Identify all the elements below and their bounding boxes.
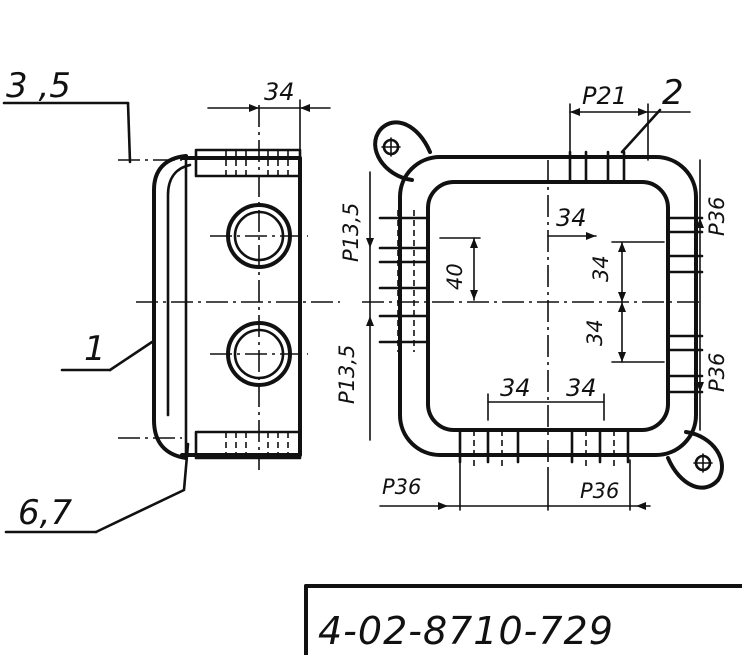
bottom-right-mounting-lug (666, 430, 725, 490)
dim-p36-right-bottom-arrow (696, 382, 704, 392)
dim-34-bottom-right-label: 34 (566, 374, 597, 402)
left-upper-bosses (378, 216, 430, 290)
dim-40-arrow-top (470, 238, 478, 248)
drawing-number: 4-02-8710-729 (318, 609, 614, 653)
dim-34-center-arrow (586, 232, 596, 240)
callout-1-label: 1 (84, 329, 106, 369)
top-left-lug-cross (381, 137, 401, 157)
dim-p36-bottom-right-label: P36 (580, 479, 619, 503)
dim-34-right-arrow-mid-up (618, 292, 626, 302)
callout-6-7: 6,7 (4, 442, 190, 534)
bottom-bosses (458, 428, 630, 464)
dim-34-top-label: 34 (264, 78, 295, 106)
dim-34-center-label: 34 (556, 204, 587, 232)
top-boss (194, 148, 302, 178)
callout-3-5-leader (126, 101, 132, 164)
lid-outline (152, 154, 188, 460)
bottom-hidden-holes (473, 430, 615, 466)
dim-34-right-lower-label: 34 (583, 319, 607, 346)
dim-p21-arrow-left (570, 108, 580, 116)
dim-p21-arrow-right (638, 108, 648, 116)
callout-3-5-label: 3 ,5 (6, 66, 71, 106)
callout-6-7-label: 6,7 (18, 493, 72, 533)
title-block: 4-02-8710-729 (304, 584, 742, 655)
side-view: 34 (118, 78, 340, 470)
top-left-mounting-lug (373, 120, 432, 182)
dim-34-right-arrow-bottom (618, 352, 626, 362)
callout-1-leader (108, 340, 154, 372)
dim-p36-right-bottom-label: P36 (705, 353, 729, 392)
dim-34-right-arrow-mid-down (618, 302, 626, 312)
dim-34-top-arrow-left (249, 104, 259, 112)
dim-p13-5-lower-arrow (366, 316, 374, 326)
dim-p36-right-top-arrow (696, 218, 704, 228)
top-boss-hidden-holes (225, 150, 289, 176)
top-bosses (568, 150, 626, 184)
dim-p13-5-lower-label: P13,5 (335, 345, 359, 404)
plan-view: P21 2 34 40 34 34 34 34 P13,5 P13, (335, 73, 729, 511)
dim-40-label: 40 (443, 263, 467, 290)
dim-34-top-arrow-right (300, 104, 310, 112)
left-lower-bosses (378, 314, 430, 344)
dim-34-right-upper-label: 34 (589, 255, 613, 282)
lid-inner-line (166, 163, 192, 417)
side-view-body-outline (180, 156, 302, 457)
dim-p13-5-upper-label: P13,5 (339, 203, 363, 262)
callout-2-leader (620, 108, 662, 154)
right-upper-bosses (666, 216, 704, 274)
dim-p36-bottom-left-arrow (438, 502, 448, 510)
left-hidden-holes (397, 210, 415, 352)
bottom-boss-hidden-holes (225, 432, 289, 458)
callout-6-7-leader (94, 442, 190, 534)
dim-p36-bottom-right-arrow (636, 502, 646, 510)
dim-p36-right-top-label: P36 (705, 197, 729, 236)
bottom-boss (194, 430, 302, 460)
callout-3-5: 3 ,5 (2, 66, 132, 164)
right-lower-bosses (666, 334, 704, 394)
callout-1: 1 (60, 329, 154, 372)
dim-34-right-arrow-top (618, 242, 626, 252)
callout-2-label: 2 (662, 73, 684, 113)
dim-p21-label: P21 (582, 82, 627, 110)
dim-p36-bottom-left-label: P36 (382, 475, 421, 499)
dim-p13-5-upper-arrow (366, 238, 374, 248)
dim-34-bottom-left-label: 34 (500, 374, 531, 402)
bottom-right-lug-cross (693, 453, 713, 473)
dim-40-arrow-bottom (470, 290, 478, 300)
